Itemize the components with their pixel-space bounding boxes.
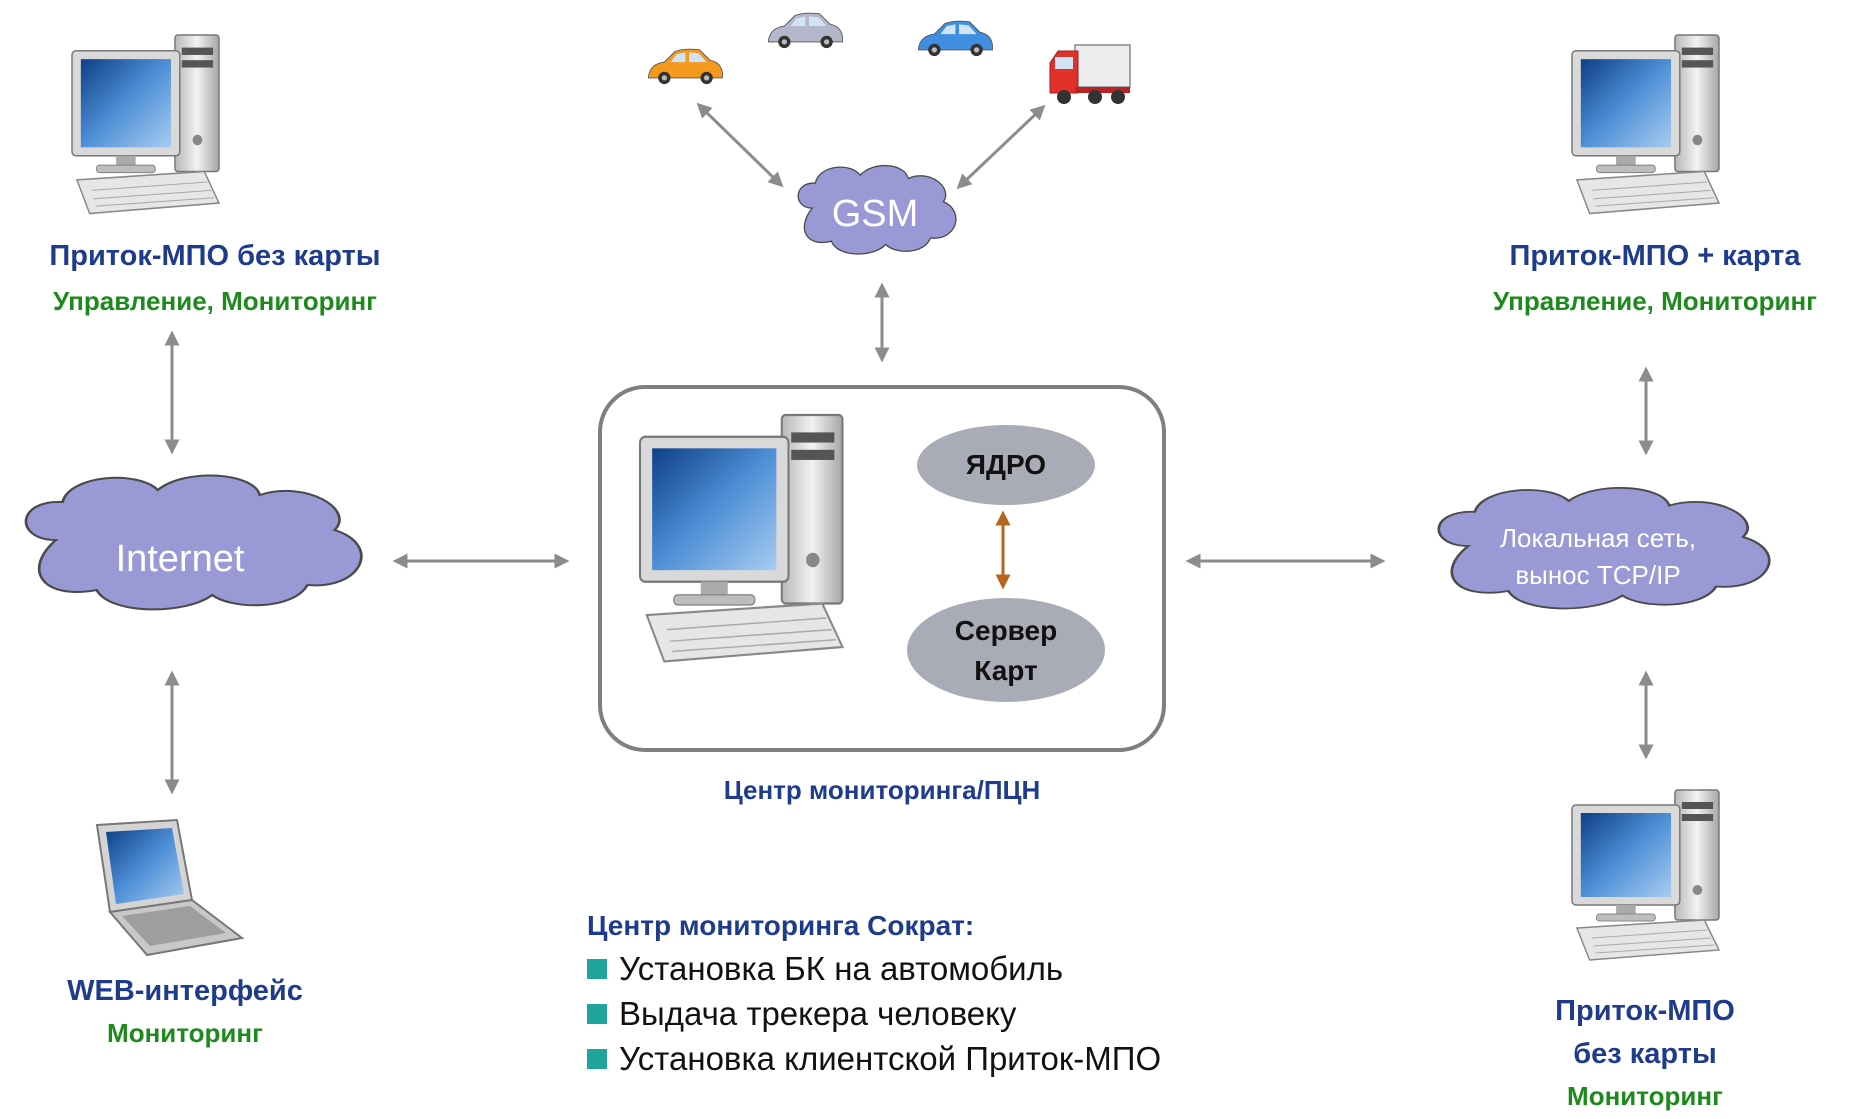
list-item: Выдача трекера человеку	[587, 991, 1161, 1036]
bottom-left-subtitle: Мониторинг	[107, 1018, 263, 1048]
list-item-text: Выдача трекера человеку	[619, 994, 1017, 1032]
top-left-title: Приток-МПО без карты	[49, 240, 381, 272]
list-item-text: Установка БК на автомобиль	[619, 949, 1064, 987]
laptop-icon	[95, 818, 245, 957]
orange-car-icon	[648, 48, 723, 85]
red-truck-icon	[1049, 44, 1131, 104]
blue-car-icon	[918, 20, 993, 57]
lan-cloud-label-line1: Локальная сеть,	[1499, 523, 1697, 553]
top-right-title: Приток-МПО + карта	[1509, 240, 1801, 272]
internet-cloud-label: Internet	[115, 538, 245, 580]
core-oval	[917, 425, 1095, 505]
core-label: ЯДРО	[965, 449, 1047, 480]
gray-car-icon	[768, 12, 843, 49]
arrow-car-orange-gsm	[696, 102, 784, 188]
arrow-truck-gsm	[956, 104, 1046, 190]
bullet-square	[587, 1048, 607, 1069]
monitoring-center-caption: Центр мониторинга/ПЦН	[723, 775, 1041, 805]
map-server-label-line1: Сервер	[954, 615, 1058, 646]
gsm-cloud-label: GSM	[831, 193, 919, 235]
map-server-label-line2: Карт	[974, 655, 1038, 686]
bottom-right-title-line2: без карты	[1573, 1038, 1717, 1070]
desktop-computer-icon	[1571, 789, 1720, 961]
info-heading: Центр мониторинга Сократ:	[587, 910, 975, 941]
bullet-square	[587, 1003, 607, 1024]
top-left-subtitle: Управление, Мониторинг	[53, 286, 377, 316]
bullet-square	[587, 958, 607, 979]
bottom-right-subtitle: Мониторинг	[1567, 1081, 1723, 1111]
bottom-right-title-line1: Приток-МПО	[1555, 995, 1735, 1027]
desktop-computer-icon	[71, 34, 220, 215]
list-item-text: Установка клиентской Приток-МПО	[619, 1039, 1162, 1077]
lan-cloud-label-line2: вынос TCP/IP	[1515, 560, 1681, 590]
list-item: Установка клиентской Приток-МПО	[587, 1036, 1161, 1081]
connection-arrows	[164, 102, 1654, 795]
top-right-subtitle: Управление, Мониторинг	[1493, 286, 1817, 316]
desktop-computer-icon	[638, 413, 844, 663]
map-server-oval	[907, 598, 1105, 702]
info-list: Центр мониторинга Сократ: Установка БК н…	[587, 910, 1161, 1081]
list-item: Установка БК на автомобиль	[587, 946, 1161, 991]
desktop-computer-icon	[1571, 34, 1720, 215]
bottom-left-title: WEB-интерфейс	[67, 975, 303, 1007]
